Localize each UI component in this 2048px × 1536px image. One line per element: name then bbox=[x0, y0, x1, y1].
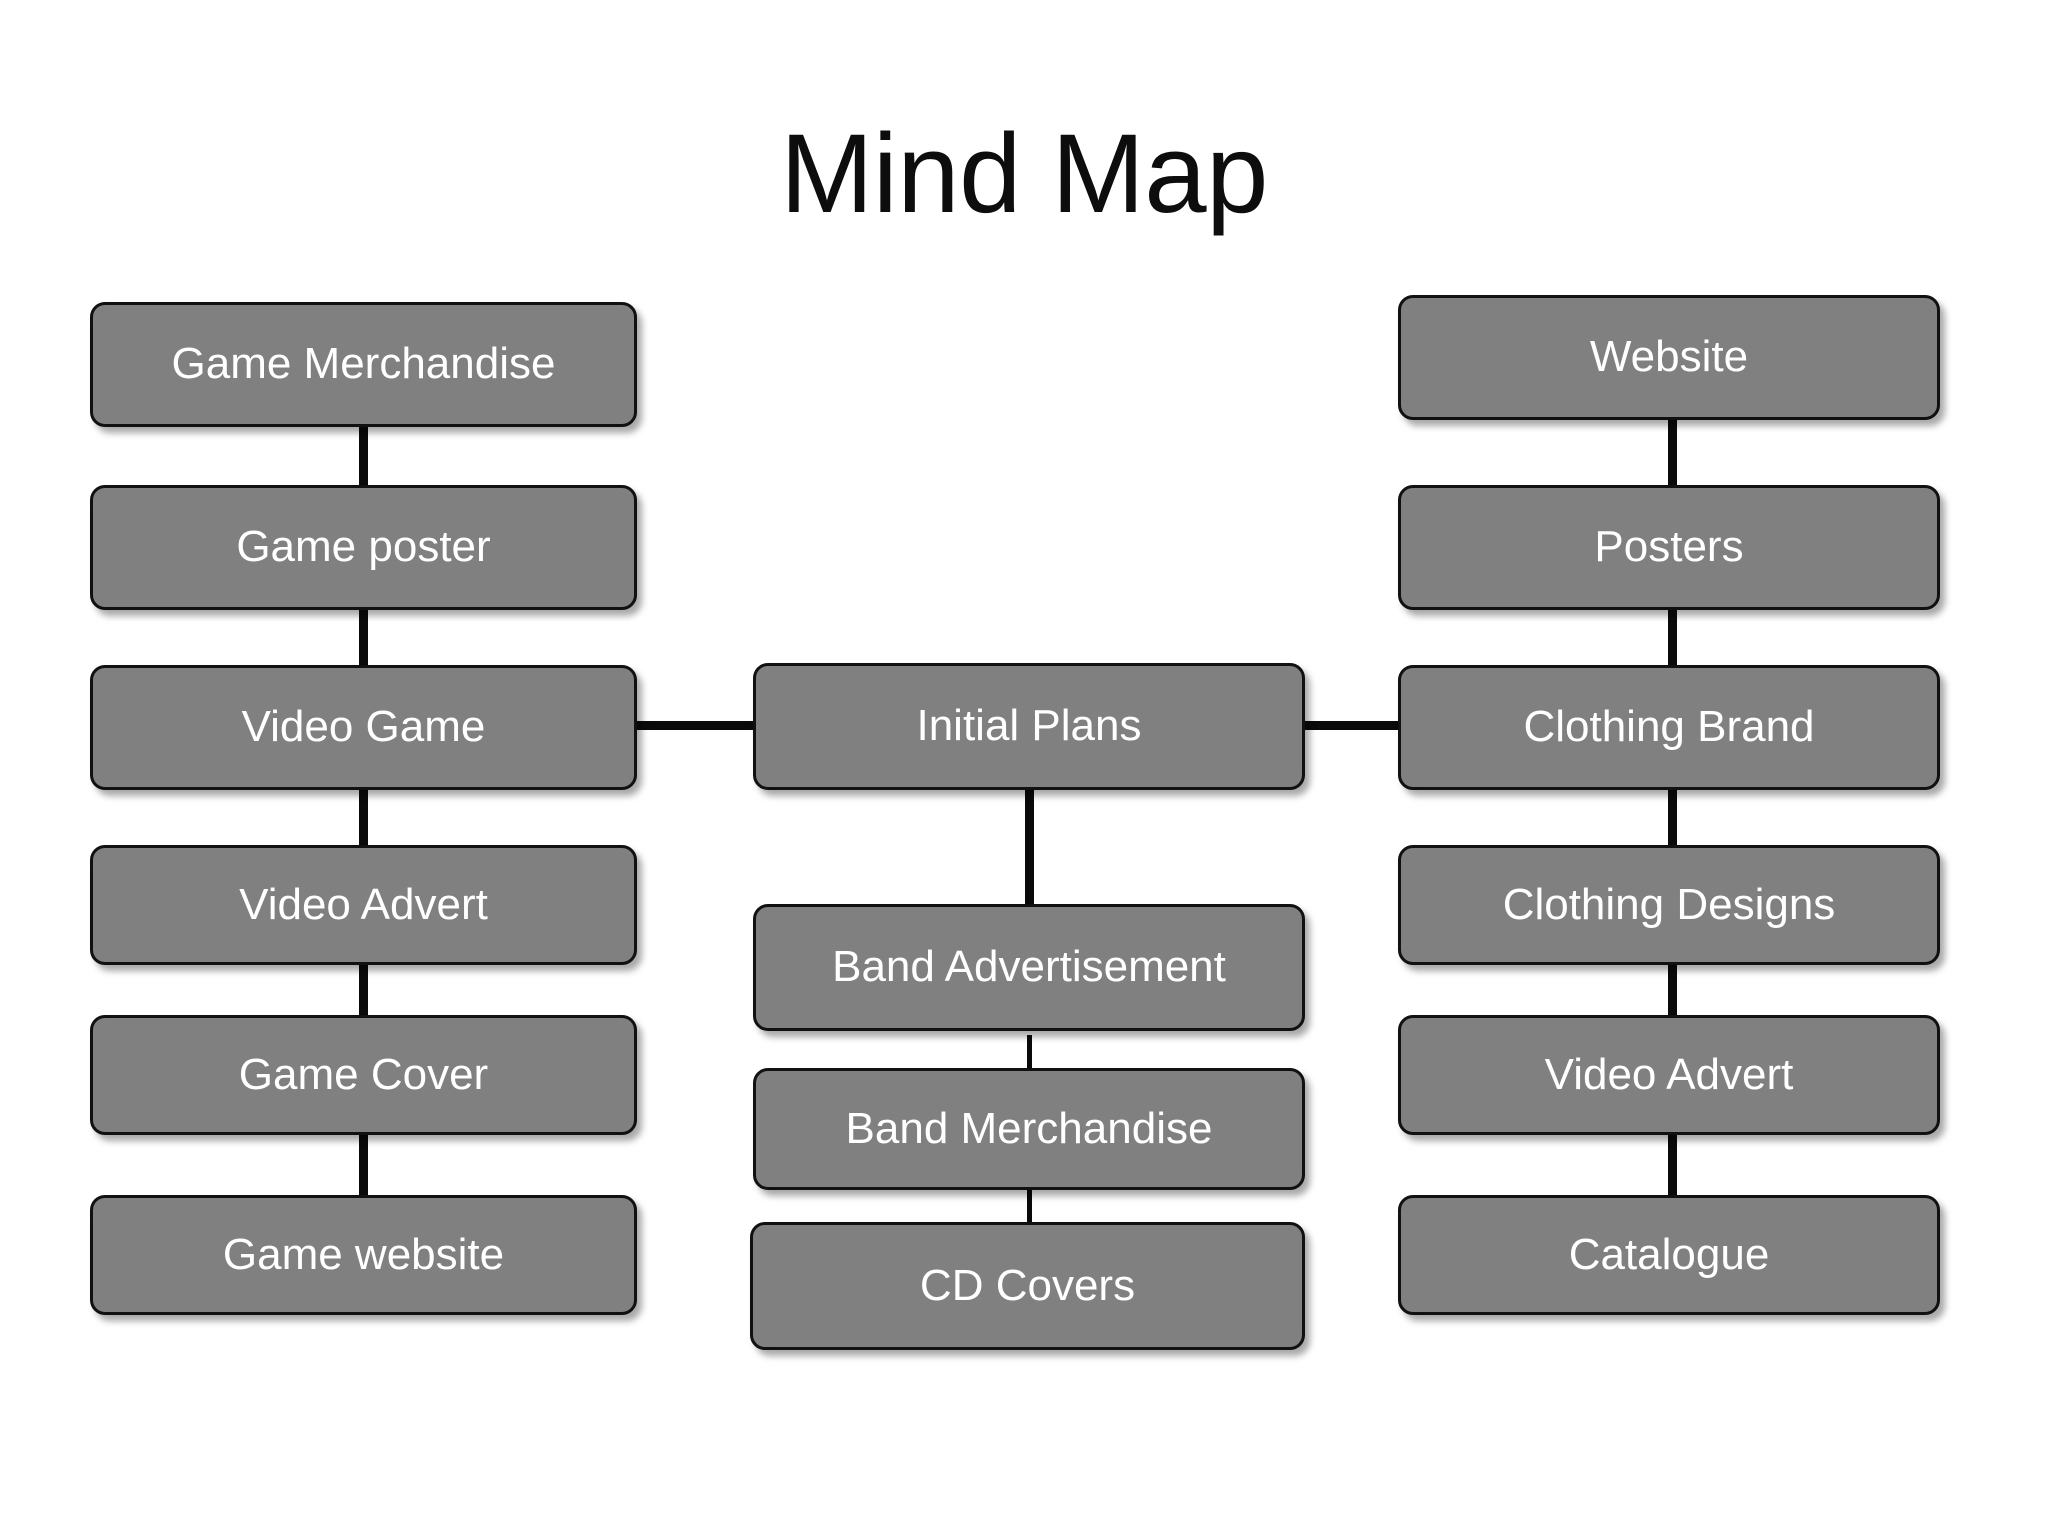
node-cd-covers[interactable]: CD Covers bbox=[750, 1222, 1305, 1350]
node-label: Game Cover bbox=[238, 1049, 489, 1099]
node-posters[interactable]: Posters bbox=[1398, 485, 1940, 610]
node-label: Initial Plans bbox=[916, 701, 1142, 751]
connector-clothing-brand-clothing-designs bbox=[1668, 780, 1677, 858]
node-label: Video Advert bbox=[1544, 1049, 1794, 1099]
node-label: Clothing Designs bbox=[1502, 879, 1836, 929]
connector-game-merchandise-game-poster bbox=[359, 420, 368, 490]
node-label: Video Advert bbox=[239, 879, 488, 929]
node-label: Website bbox=[1589, 332, 1749, 382]
node-label: Posters bbox=[1594, 522, 1744, 572]
node-label: CD Covers bbox=[919, 1260, 1136, 1310]
node-label: Band Advertisement bbox=[832, 942, 1226, 992]
node-label: Video Game bbox=[241, 702, 486, 752]
node-clothing-brand[interactable]: Clothing Brand bbox=[1398, 665, 1940, 790]
node-clothing-designs[interactable]: Clothing Designs bbox=[1398, 845, 1940, 965]
node-label: Band Merchandise bbox=[845, 1103, 1213, 1153]
connector-video-advert-catalogue bbox=[1668, 1090, 1677, 1200]
node-initial-plans[interactable]: Initial Plans bbox=[753, 663, 1305, 790]
node-game-website[interactable]: Game website bbox=[90, 1195, 637, 1315]
node-video-advert-right[interactable]: Video Advert bbox=[1398, 1015, 1940, 1135]
connector-video-game-video-advert bbox=[359, 780, 368, 858]
node-catalogue[interactable]: Catalogue bbox=[1398, 1195, 1940, 1315]
connector-initial-plans-clothing-brand bbox=[1290, 721, 1415, 730]
node-band-merchandise[interactable]: Band Merchandise bbox=[753, 1068, 1305, 1190]
connector-game-cover-game-website bbox=[359, 1090, 368, 1200]
node-label: Catalogue bbox=[1568, 1229, 1770, 1279]
connector-game-poster-video-game bbox=[359, 600, 368, 672]
connector-initial-plans-band-advertisement bbox=[1025, 780, 1034, 920]
node-label: Clothing Brand bbox=[1523, 702, 1815, 752]
node-game-cover[interactable]: Game Cover bbox=[90, 1015, 637, 1135]
node-label: Game poster bbox=[236, 522, 491, 572]
node-game-merchandise[interactable]: Game Merchandise bbox=[90, 302, 637, 427]
connector-video-advert-game-cover bbox=[359, 950, 368, 1022]
node-website[interactable]: Website bbox=[1398, 295, 1940, 420]
node-label: Game website bbox=[222, 1229, 505, 1279]
node-band-advertisement[interactable]: Band Advertisement bbox=[753, 904, 1305, 1031]
connector-website-posters bbox=[1668, 420, 1677, 490]
node-game-poster[interactable]: Game poster bbox=[90, 485, 637, 610]
node-video-game[interactable]: Video Game bbox=[90, 665, 637, 790]
node-label: Game Merchandise bbox=[171, 339, 556, 389]
page-title: Mind Map bbox=[780, 111, 1268, 236]
node-video-advert-left[interactable]: Video Advert bbox=[90, 845, 637, 965]
connector-clothing-designs-video-advert bbox=[1668, 950, 1677, 1022]
connector-posters-clothing-brand bbox=[1668, 600, 1677, 672]
connector-video-game-initial-plans bbox=[620, 721, 770, 730]
